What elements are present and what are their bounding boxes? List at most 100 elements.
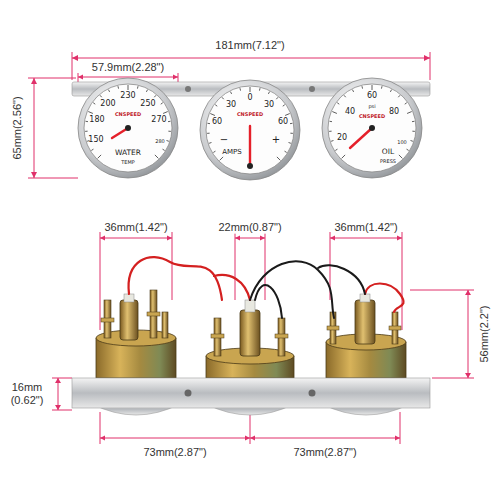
dial-tick — [91, 149, 93, 150]
dial-text: 30 — [226, 101, 236, 109]
dial-tick — [352, 90, 353, 92]
dimension-label: 73mm(2.87") — [142, 446, 207, 459]
dial-text: AMPS — [222, 149, 242, 156]
dial-text: CNSPEED — [237, 112, 263, 117]
dial-tick — [405, 103, 407, 104]
dial-tick — [332, 112, 337, 114]
dial-tick — [128, 85, 129, 90]
dial-tick — [209, 142, 211, 144]
dial-tick — [407, 112, 412, 114]
dial-tick — [412, 121, 414, 122]
dial-text: OIL — [382, 148, 394, 156]
dial-text: 100 — [397, 140, 407, 145]
dial-tick — [207, 133, 209, 134]
dial-tick — [330, 121, 332, 122]
dial-tick — [331, 140, 333, 142]
dial-text: 230 — [120, 92, 135, 100]
dial-tick — [230, 92, 231, 94]
dial-tick — [117, 86, 119, 88]
dial-tick — [399, 155, 403, 159]
dial-text: TEMP — [121, 160, 135, 165]
dial-tick — [342, 155, 346, 159]
dial-tick — [88, 112, 93, 114]
dial-tick — [411, 140, 413, 142]
gauge-face: 20406080100psiCNSPEEDOILPRESS — [322, 78, 422, 178]
dial-text: CNSPEED — [359, 114, 385, 119]
dimension-label: 56mm(2.2") — [478, 304, 491, 363]
dimension-label: 73mm(2.87") — [292, 446, 357, 459]
dial-text: 270 — [151, 116, 166, 124]
dial-tick — [108, 90, 109, 92]
dial-text: 250 — [140, 100, 155, 108]
dial-text: 60 — [212, 118, 222, 126]
dial-tick — [167, 140, 169, 142]
dimension-label: 57.9mm(2.28") — [91, 61, 165, 74]
dial-text: PRESS — [380, 159, 396, 164]
dial-text: 80 — [389, 108, 399, 116]
dial-tick — [213, 151, 215, 152]
dial-tick — [215, 105, 217, 106]
dial-text: 280 — [155, 139, 165, 144]
dial-tick — [290, 133, 292, 134]
dial-tick — [168, 131, 170, 132]
dial-tick — [361, 86, 363, 88]
dial-tick — [250, 87, 251, 92]
dial-tick — [161, 103, 163, 104]
dial-text: WATER — [115, 149, 141, 157]
dial-tick — [412, 131, 414, 132]
dial-tick — [210, 114, 215, 116]
dial-tick — [100, 95, 102, 97]
dial-tick — [398, 95, 400, 97]
dial-tick — [146, 90, 147, 92]
dial-text: 40 — [345, 108, 355, 116]
dial-tick — [222, 97, 224, 99]
dial-tick — [93, 103, 95, 104]
dial-text: 30 — [264, 101, 274, 109]
dial-tick — [208, 123, 210, 124]
dial-tick — [163, 149, 165, 150]
dial-tick — [372, 85, 373, 90]
dial-tick — [154, 95, 156, 97]
gauge-face: 60 30 0 30 60 − + CNSPEED AMPS — [200, 80, 300, 180]
dimension-label: 16mm (0.62") — [6, 381, 48, 406]
dimension-label: 36mm(1.42") — [333, 221, 398, 234]
dial-tick — [85, 131, 87, 132]
dial-tick — [155, 155, 159, 159]
dial-text: + — [272, 135, 280, 145]
dial-tick — [285, 151, 287, 152]
dial-tick — [168, 121, 170, 122]
dial-tick — [163, 112, 168, 114]
dial-text: − — [220, 135, 228, 145]
dial-tick — [285, 114, 290, 116]
dial-tick — [329, 131, 331, 132]
dial-tick — [283, 105, 285, 106]
dimension-label: 181mm(7.12") — [214, 39, 285, 52]
dial-tick — [268, 92, 269, 94]
dial-tick — [86, 121, 88, 122]
dial-text: psi — [368, 104, 375, 109]
dial-tick — [289, 142, 291, 144]
dial-tick — [337, 103, 339, 104]
dial-tick — [98, 155, 102, 159]
dial-tick — [137, 86, 139, 88]
dial-text: 180 — [89, 116, 104, 124]
dial-tick — [335, 149, 337, 150]
dial-tick — [381, 86, 383, 88]
dimension-label: 22mm(0.87") — [217, 221, 282, 234]
dial-text: 20 — [337, 134, 347, 142]
dial-tick — [220, 157, 224, 161]
dial-tick — [290, 123, 292, 124]
dial-tick — [259, 88, 261, 90]
dial-text: 0 — [247, 94, 252, 102]
dial-tick — [390, 90, 391, 92]
gauge-face: 150180200230250270280CNSPEEDWATERTEMP — [78, 78, 178, 178]
dial-text: 200 — [100, 100, 115, 108]
dial-text: 150 — [88, 136, 103, 144]
dial-text: 60 — [278, 118, 288, 126]
dial-tick — [277, 157, 281, 161]
dial-tick — [239, 88, 241, 90]
dial-tick — [276, 97, 278, 99]
dial-tick — [344, 95, 346, 97]
dimension-label: 36mm(1.42") — [103, 221, 168, 234]
